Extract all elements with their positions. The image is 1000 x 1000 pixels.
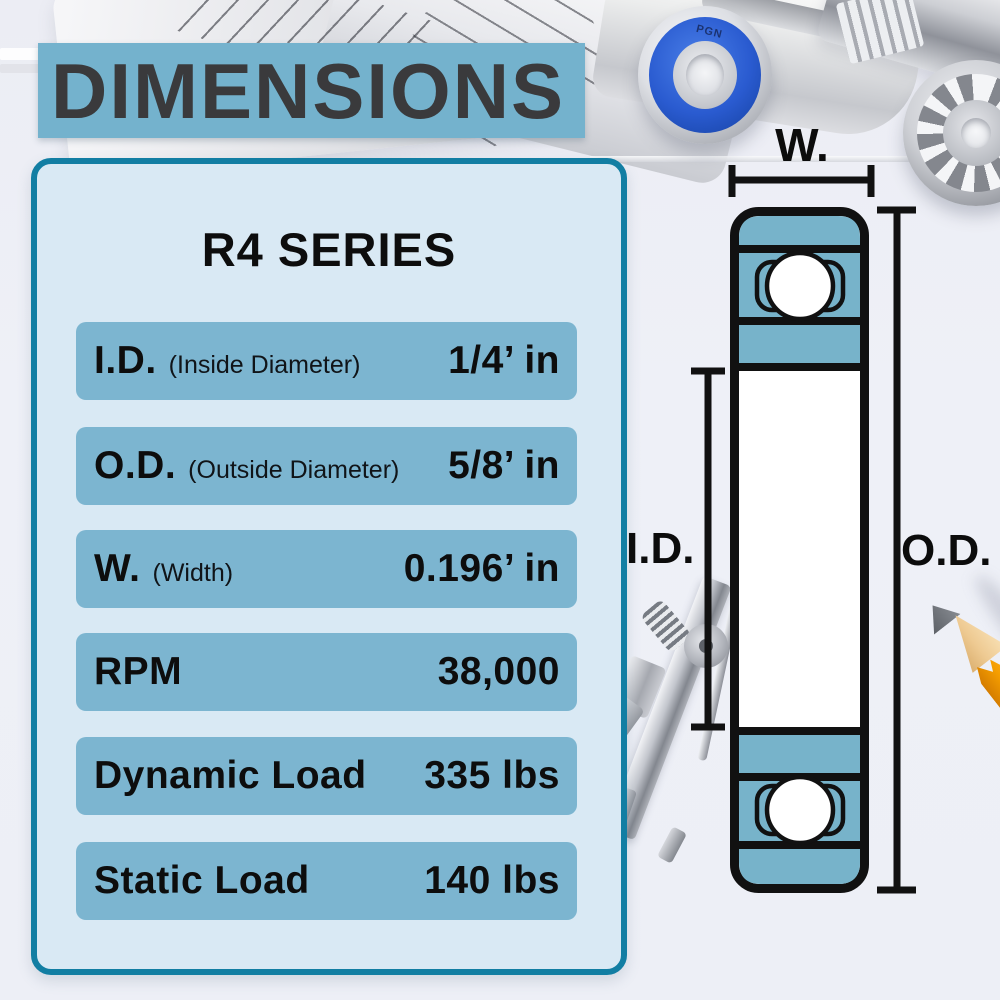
paper-edge-stripe (0, 48, 50, 60)
spec-row-dynamic-load: Dynamic Load 335 lbs (76, 737, 577, 815)
spec-label: W. (94, 547, 141, 590)
outer-diameter-label: O.D. (901, 526, 992, 575)
spec-value: 38,000 (437, 650, 560, 693)
spec-row-id: I.D. (Inside Diameter) 1/4’ in (76, 322, 577, 400)
series-title: R4 SERIES (201, 223, 457, 276)
paper-edge-stripe (0, 64, 44, 73)
spec-row-w: W. (Width) 0.196’ in (76, 530, 577, 608)
spec-value: 5/8’ in (448, 444, 560, 487)
spec-label: O.D. (94, 444, 177, 487)
spec-row-od: O.D. (Outside Diameter) 5/8’ in (76, 427, 577, 505)
spec-label: RPM (94, 650, 183, 693)
blue-bearing-photo: PGN (638, 6, 772, 144)
dimensions-title: DIMENSIONS (51, 46, 566, 135)
spec-value: 1/4’ in (448, 339, 560, 382)
spec-row-labels: Static Load (94, 859, 322, 903)
spec-row-labels: W. (Width) (94, 547, 233, 591)
spec-note: (Inside Diameter) (168, 351, 361, 379)
spec-label: Static Load (94, 859, 310, 902)
bearing-outline (730, 207, 869, 893)
spec-row-rpm: RPM 38,000 (76, 633, 577, 711)
spec-row-labels: RPM (94, 650, 194, 694)
bearing-bore-hole (961, 118, 991, 148)
spec-note: (Outside Diameter) (188, 456, 400, 484)
spec-value: 0.196’ in (403, 547, 560, 590)
bearing-bore-hole (686, 54, 724, 96)
steel-bearing-photo (903, 60, 1000, 206)
table-edge-line (590, 156, 1000, 162)
ball-bottom (764, 774, 836, 846)
dimensions-banner: DIMENSIONS (38, 43, 585, 138)
spec-note: (Width) (152, 559, 234, 587)
width-dimension-label: W. (775, 119, 829, 171)
ball-top (764, 250, 836, 322)
spec-label: I.D. (94, 339, 157, 382)
spec-row-static-load: Static Load 140 lbs (76, 842, 577, 920)
dimension-line-od (877, 206, 916, 894)
spec-row-labels: O.D. (Outside Diameter) (94, 444, 399, 488)
dimension-line-w (728, 165, 875, 197)
spec-label: Dynamic Load (94, 754, 367, 797)
spec-value: 335 lbs (424, 754, 560, 797)
spec-value: 140 lbs (424, 859, 560, 902)
dimension-line-id (691, 367, 725, 731)
spec-row-labels: Dynamic Load (94, 754, 379, 798)
inner-diameter-label: I.D. (626, 524, 695, 573)
bearing-cross-section-diagram (691, 165, 916, 894)
spec-row-labels: I.D. (Inside Diameter) (94, 339, 360, 383)
